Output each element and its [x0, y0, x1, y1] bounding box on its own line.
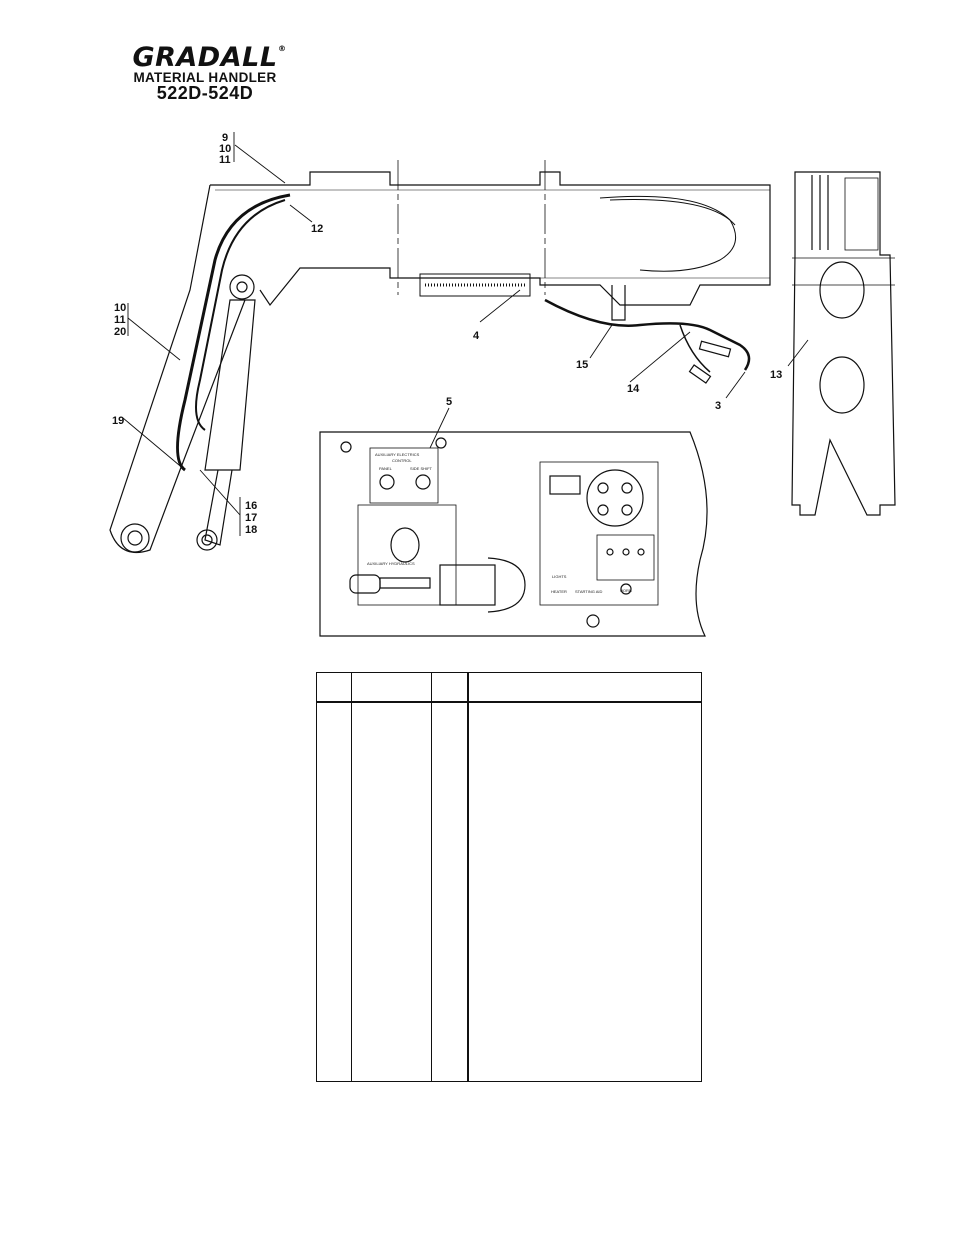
model-number: 522D-524D: [156, 83, 254, 103]
callout-9: 9: [222, 132, 228, 144]
horn-label: HORN: [620, 588, 632, 593]
lights-label: LIGHTS: [552, 574, 567, 579]
control-panel-drawing: [319, 431, 708, 637]
callout-4: 4: [473, 330, 480, 342]
brand-name: GRADALL®: [132, 42, 287, 73]
column-divider-2: [431, 673, 432, 1081]
side-view-drawing: [791, 171, 896, 516]
callout-10: 10: [219, 143, 231, 155]
column-divider-1: [351, 673, 352, 1081]
callout-11b: 11: [114, 314, 126, 326]
callout-3: 3: [715, 400, 721, 412]
aux-electrics-subtitle: CONTROL: [392, 458, 412, 463]
table-header-rule: [317, 701, 701, 703]
heater-label: HEATER: [551, 589, 567, 594]
leader-lines: [122, 132, 809, 536]
callout-12: 12: [311, 223, 323, 235]
starting-aid-label: STARTING AID: [575, 589, 603, 594]
aux-side-shift-label: SIDE SHIFT: [410, 466, 433, 471]
aux-electrics-title: AUXILIARY ELECTRICS: [375, 452, 420, 457]
gradall-logo: GRADALL® MATERIAL HANDLER 522D-524D: [110, 42, 300, 104]
callout-14: 14: [627, 383, 640, 395]
callout-11: 11: [219, 154, 231, 166]
callout-16: 16: [245, 500, 257, 512]
callout-19: 19: [112, 415, 124, 427]
parts-table: [316, 672, 702, 1082]
callout-13: 13: [770, 369, 782, 381]
boom-drawing: [109, 160, 771, 554]
column-divider-3: [467, 673, 469, 1081]
callout-18: 18: [245, 524, 257, 536]
callout-5: 5: [446, 396, 452, 408]
callout-17: 17: [245, 512, 257, 524]
callout-10b: 10: [114, 302, 126, 314]
aux-hydraulics-label: AUXILIARY HYDRAULICS: [367, 561, 415, 566]
callout-15: 15: [576, 359, 588, 371]
subtitle: MATERIAL HANDLER: [133, 70, 277, 85]
callout-20: 20: [114, 326, 126, 338]
aux-panel-label: PANEL: [379, 466, 393, 471]
registered-mark: ®: [278, 44, 287, 53]
